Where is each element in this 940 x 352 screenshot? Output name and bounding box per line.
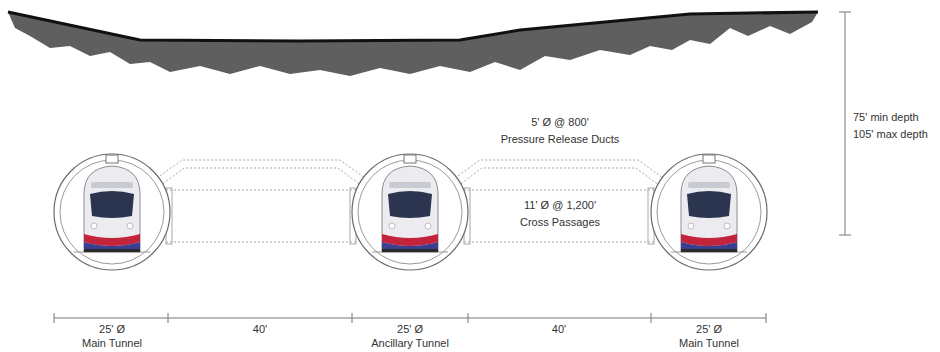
- dimension-label: 25' Ø: [99, 323, 125, 336]
- dimension-label: Cross Passages: [520, 216, 600, 229]
- dimension-label: 40': [552, 323, 566, 336]
- dimension-label: Main Tunnel: [82, 337, 142, 350]
- dimension-label: 105' max depth: [853, 128, 928, 141]
- dimension-label: Pressure Release Ducts: [501, 133, 620, 146]
- dimension-label: 40': [253, 323, 267, 336]
- dimension-label: 75' min depth: [853, 111, 919, 124]
- tunnels: [54, 154, 767, 270]
- dimension-label: 11' Ø @ 1,200': [524, 199, 596, 212]
- dimension-label: 5' Ø @ 800': [531, 116, 589, 129]
- ground-surface: [8, 12, 818, 41]
- dimension-label: 25' Ø: [397, 323, 423, 336]
- dimension-label: Ancillary Tunnel: [371, 337, 449, 350]
- dimension-label: Main Tunnel: [679, 337, 739, 350]
- ground-band: [8, 12, 818, 76]
- dimension-label: 25' Ø: [696, 323, 722, 336]
- dimension-lines: [54, 12, 851, 323]
